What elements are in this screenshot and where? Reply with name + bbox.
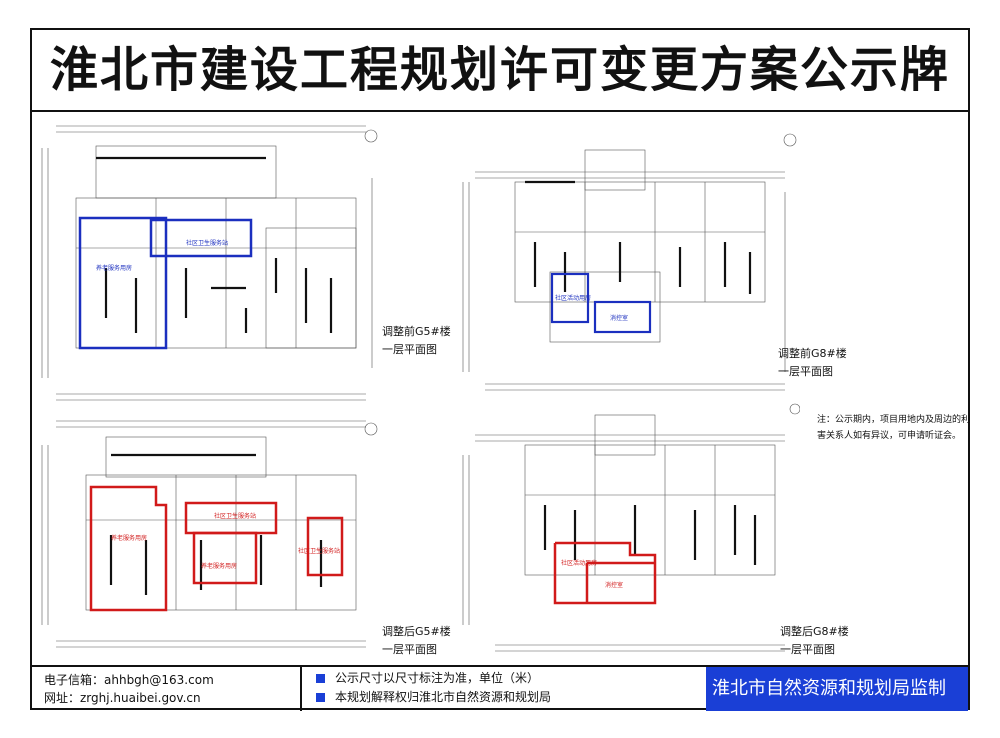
rule-item: 本规划解释权归淮北市自然资源和规划局 (316, 688, 551, 707)
floor-plan-drawing: 社区活动用房 消控室 (462, 133, 797, 391)
board-title: 淮北市建设工程规划许可变更方案公示牌 (49, 42, 950, 98)
agency-text: 淮北市自然资源和规划局监制 (712, 678, 946, 699)
caption-after-g5: 调整后G5#楼 一层平面图 (382, 623, 451, 659)
square-bullet-icon (316, 674, 325, 683)
footer: 电子信箱：ahhbgh@163.com 网址：zrghj.huaibei.gov… (32, 665, 968, 711)
caption-title: 调整后G5#楼 (382, 625, 451, 638)
room-label-1: 社区活动用房 (555, 294, 591, 302)
caption-title: 调整前G8#楼 (778, 347, 847, 360)
rules-list: 公示尺寸以尺寸标注为准，单位（米） 本规划解释权归淮北市自然资源和规划局 (316, 669, 551, 707)
rule-text: 公示尺寸以尺寸标注为准，单位（米） (335, 671, 540, 685)
contact-info: 电子信箱：ahhbgh@163.com 网址：zrghj.huaibei.gov… (44, 671, 214, 707)
room-label-2: 社区卫生服务站 (186, 239, 228, 247)
caption-before-g8: 调整前G8#楼 一层平面图 (778, 345, 847, 381)
square-bullet-icon (316, 693, 325, 702)
floor-plan-drawing: 社区活动用房 消控室 (462, 403, 800, 652)
floor-plan-drawing: 养老服务用房 社区卫生服务站 (41, 125, 378, 401)
objection-note: 注：公示期内，项目用地内及周边的利害关系人如有异议，可申请听证会。 (817, 415, 971, 441)
board-frame (30, 28, 970, 710)
rule-text: 本规划解释权归淮北市自然资源和规划局 (335, 690, 552, 704)
title-band: 淮北市建设工程规划许可变更方案公示牌 (32, 30, 968, 112)
footer-divider (300, 667, 302, 711)
caption-subtitle: 一层平面图 (780, 643, 835, 656)
room-label-1: 养老服务用房 (111, 534, 147, 542)
room-label-2: 消控室 (610, 314, 628, 322)
caption-subtitle: 一层平面图 (778, 365, 833, 378)
caption-title: 调整后G8#楼 (780, 625, 849, 638)
room-label-2: 社区卫生服务站 (214, 512, 256, 520)
plan-after-g8: 社区活动用房 消控室 (455, 395, 800, 660)
plan-after-g5: 养老服务用房 社区卫生服务站 养老服务用房 社区卫生服务站 (36, 415, 381, 660)
caption-before-g5: 调整前G5#楼 一层平面图 (382, 323, 451, 359)
contact-website: 网址：zrghj.huaibei.gov.cn (44, 691, 201, 705)
room-label-3: 养老服务用房 (201, 562, 237, 570)
room-label-1: 养老服务用房 (96, 264, 132, 272)
caption-after-g8: 调整后G8#楼 一层平面图 (780, 623, 849, 659)
room-label-1: 社区活动用房 (561, 559, 597, 567)
plan-before-g8: 社区活动用房 消控室 (455, 122, 800, 402)
contact-email: 电子信箱：ahhbgh@163.com (44, 673, 214, 687)
rule-item: 公示尺寸以尺寸标注为准，单位（米） (316, 669, 551, 688)
agency-banner: 淮北市自然资源和规划局监制 (706, 667, 968, 711)
caption-title: 调整前G5#楼 (382, 325, 451, 338)
plan-before-g5: 养老服务用房 社区卫生服务站 (36, 118, 381, 408)
caption-subtitle: 一层平面图 (382, 343, 437, 356)
caption-subtitle: 一层平面图 (382, 643, 437, 656)
floor-plan-drawing: 养老服务用房 社区卫生服务站 养老服务用房 社区卫生服务站 (41, 420, 378, 648)
room-label-4: 社区卫生服务站 (298, 547, 340, 555)
room-label-2: 消控室 (605, 581, 623, 589)
